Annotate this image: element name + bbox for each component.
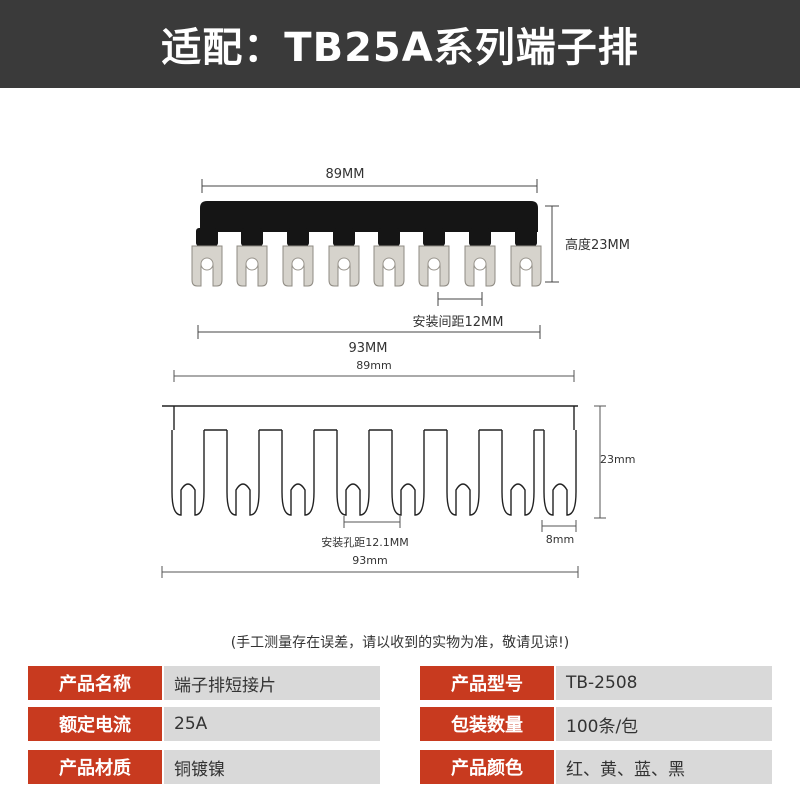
fork-neck — [378, 228, 400, 246]
spec-value: 铜镀镍 — [164, 750, 380, 784]
drawing-fork — [446, 430, 480, 516]
spec-label: 额定电流 — [28, 707, 162, 741]
product-diagram: 89MM 高度23MM 安装间距12MM 93MM 89mm 23mm 安装孔距… — [161, 167, 635, 578]
fork-slot — [519, 257, 533, 271]
spec-label: 产品材质 — [28, 750, 162, 784]
product-photo — [191, 201, 542, 287]
fork-neck — [333, 228, 355, 246]
drawing-dimension-lines — [161, 370, 606, 578]
spec-row-package-qty: 包装数量 100条/包 — [420, 707, 772, 741]
page-title: 适配：TB25A系列端子排 — [161, 25, 639, 71]
fork-slot — [382, 257, 396, 271]
spec-label: 产品颜色 — [420, 750, 554, 784]
fork-slot — [245, 257, 259, 271]
spec-row-color: 产品颜色 红、黄、蓝、黑 — [420, 750, 772, 784]
photo-spacing-label: 安装间距12MM — [413, 315, 504, 330]
spec-row-model: 产品型号 TB-2508 — [420, 666, 772, 700]
header-banner: 适配：TB25A系列端子排 — [0, 0, 800, 88]
spec-value: 25A — [164, 707, 380, 741]
photo-dimension-lines — [197, 179, 559, 339]
spec-value: TB-2508 — [556, 666, 772, 700]
spec-label: 产品型号 — [420, 666, 554, 700]
fork-slot — [473, 257, 487, 271]
drawing-fork — [501, 430, 535, 516]
spec-row-material: 产品材质 铜镀镍 — [28, 750, 380, 784]
drawing-width-bottom-label: 93mm — [352, 554, 387, 567]
spec-label: 产品名称 — [28, 666, 162, 700]
drawing-fork — [226, 430, 260, 516]
drawing-fork — [543, 430, 577, 516]
fork-neck — [515, 228, 537, 246]
fork-slot — [200, 257, 214, 271]
drawing-hole-spacing-label: 安装孔距12.1MM — [321, 535, 408, 549]
drawing-fork-width-label: 8mm — [546, 533, 574, 546]
fork-neck — [196, 228, 218, 246]
fork-slot — [337, 257, 351, 271]
photo-width-top-label: 89MM — [326, 167, 365, 182]
spec-row-rated-current: 额定电流 25A — [28, 707, 380, 741]
fork-neck — [423, 228, 445, 246]
drawing-width-top-label: 89mm — [356, 359, 391, 372]
fork-slot — [291, 257, 305, 271]
spec-label: 包装数量 — [420, 707, 554, 741]
photo-height-label: 高度23MM — [565, 237, 630, 253]
measurement-note: (手工测量存在误差，请以收到的实物为准，敬请见谅!) — [230, 635, 570, 651]
fork-neck — [287, 228, 309, 246]
fork-slot — [427, 257, 441, 271]
drawing-fork — [391, 430, 425, 516]
line-drawing — [162, 405, 578, 516]
fork-neck — [469, 228, 491, 246]
drawing-fork — [171, 430, 205, 516]
drawing-fork — [281, 430, 315, 516]
photo-width-bottom-label: 93MM — [349, 341, 388, 356]
spec-value: 端子排短接片 — [164, 666, 380, 700]
bar-insulation — [200, 201, 538, 232]
drawing-height-label: 23mm — [600, 453, 635, 466]
spec-value: 红、黄、蓝、黑 — [556, 750, 772, 784]
spec-value: 100条/包 — [556, 707, 772, 741]
drawing-fork — [336, 430, 370, 516]
spec-row-product-name: 产品名称 端子排短接片 — [28, 666, 380, 700]
fork-neck — [241, 228, 263, 246]
